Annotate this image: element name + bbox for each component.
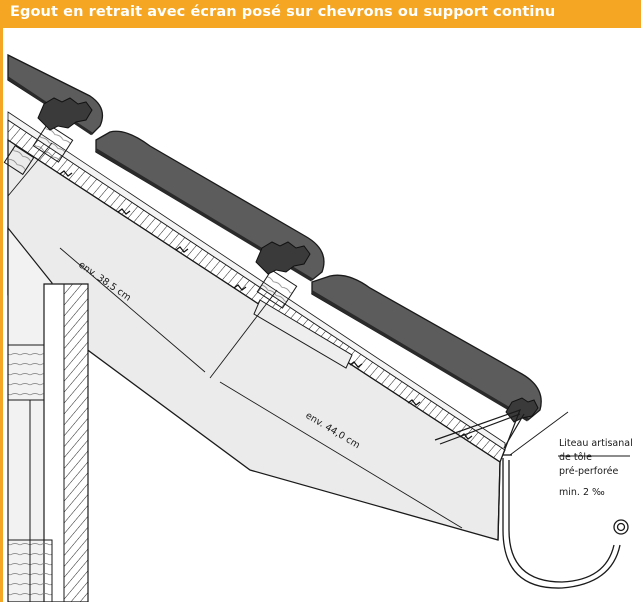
diagram-title: Egout en retrait avec écran posé sur che… <box>10 4 556 20</box>
metal-batten <box>434 409 525 463</box>
label-batten-line2: de tôle <box>559 452 592 463</box>
title-bar: Egout en retrait avec écran posé sur che… <box>0 0 641 28</box>
wall-structure <box>7 226 89 602</box>
soffit-board <box>253 299 353 369</box>
gutter <box>502 454 629 589</box>
dimension-lines <box>7 142 630 529</box>
accent-rule <box>0 28 3 602</box>
tile-clips <box>37 97 539 423</box>
label-batten-line1: Liteau artisanal <box>559 438 633 449</box>
battens <box>3 123 298 309</box>
rafter-end <box>497 461 501 541</box>
label-batten-line3: pré-perforée <box>559 466 618 477</box>
label-slope: min. 2 ‰ <box>559 487 605 498</box>
